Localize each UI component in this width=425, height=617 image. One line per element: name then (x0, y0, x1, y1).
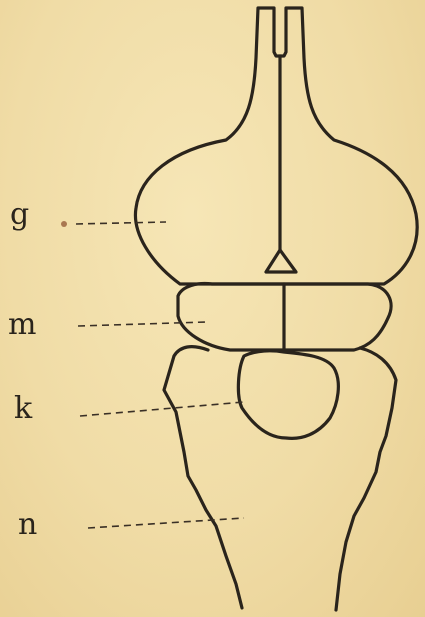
leader-line-k (80, 402, 244, 416)
hemisphere-outline (135, 8, 417, 284)
ink-dot (61, 221, 67, 227)
medulla-left-edge (164, 347, 242, 608)
medulla-right-edge (336, 348, 396, 610)
label-n: n (18, 510, 37, 540)
cerebellum-outline (238, 351, 338, 439)
pineal-triangle (266, 250, 296, 272)
leader-line-m (78, 322, 206, 326)
label-m: m (8, 310, 36, 340)
label-g: g (10, 200, 29, 230)
leader-line-n (88, 518, 244, 528)
label-k: k (14, 394, 32, 424)
leader-line-g (76, 222, 166, 224)
